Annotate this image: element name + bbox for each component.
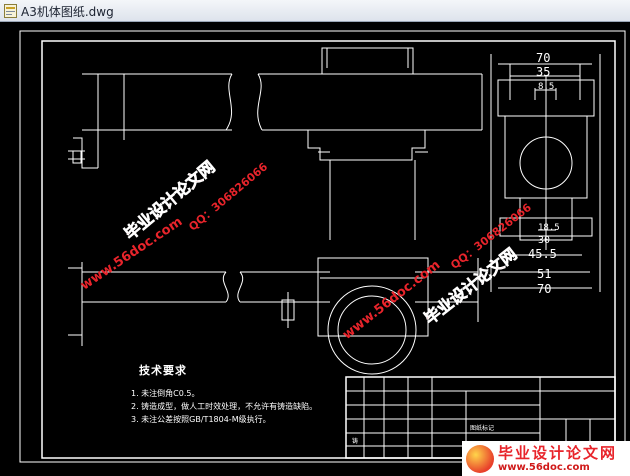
technical-requirements: 技术要求 1. 未注倒角C0.5。 2. 铸造成型，做人工时效处理，不允许有铸造… bbox=[131, 362, 317, 426]
dim-35: 35 bbox=[536, 65, 551, 79]
logo-badge-icon bbox=[466, 445, 494, 473]
dim-18-5: 18.5 bbox=[538, 223, 560, 233]
dwg-file-icon bbox=[4, 4, 17, 18]
note-2: 2. 铸造成型，做人工时效处理，不允许有铸造缺陷。 bbox=[131, 402, 318, 411]
window-title: A3机体图纸.dwg bbox=[21, 5, 114, 19]
dim-30: 30 bbox=[538, 235, 551, 246]
dim-51: 51 bbox=[537, 267, 552, 281]
logo-url: www.56doc.com bbox=[498, 462, 590, 473]
notes-heading: 技术要求 bbox=[139, 364, 187, 377]
note-1: 1. 未注倒角C0.5。 bbox=[131, 389, 200, 398]
logo-name: 毕业设计论文网 bbox=[498, 444, 618, 462]
title-block-label-b: 铸 bbox=[352, 437, 358, 445]
site-logo[interactable]: 毕业设计论文网 www.56doc.com bbox=[462, 441, 630, 476]
drawing-canvas[interactable]: 图纸标记 铸 70 35 8.5 18.5 30 45.5 51 70 技术要求… bbox=[0, 22, 630, 476]
dim-8-5: 8.5 bbox=[538, 82, 555, 92]
dim-70-bottom: 70 bbox=[537, 282, 552, 296]
window-titlebar: A3机体图纸.dwg bbox=[0, 0, 630, 22]
title-block-label-a: 图纸标记 bbox=[470, 424, 494, 432]
dim-45-5: 45.5 bbox=[528, 247, 557, 261]
dim-70-top: 70 bbox=[536, 51, 551, 65]
note-3: 3. 未注公差按照GB/T1804-M级执行。 bbox=[131, 415, 271, 424]
